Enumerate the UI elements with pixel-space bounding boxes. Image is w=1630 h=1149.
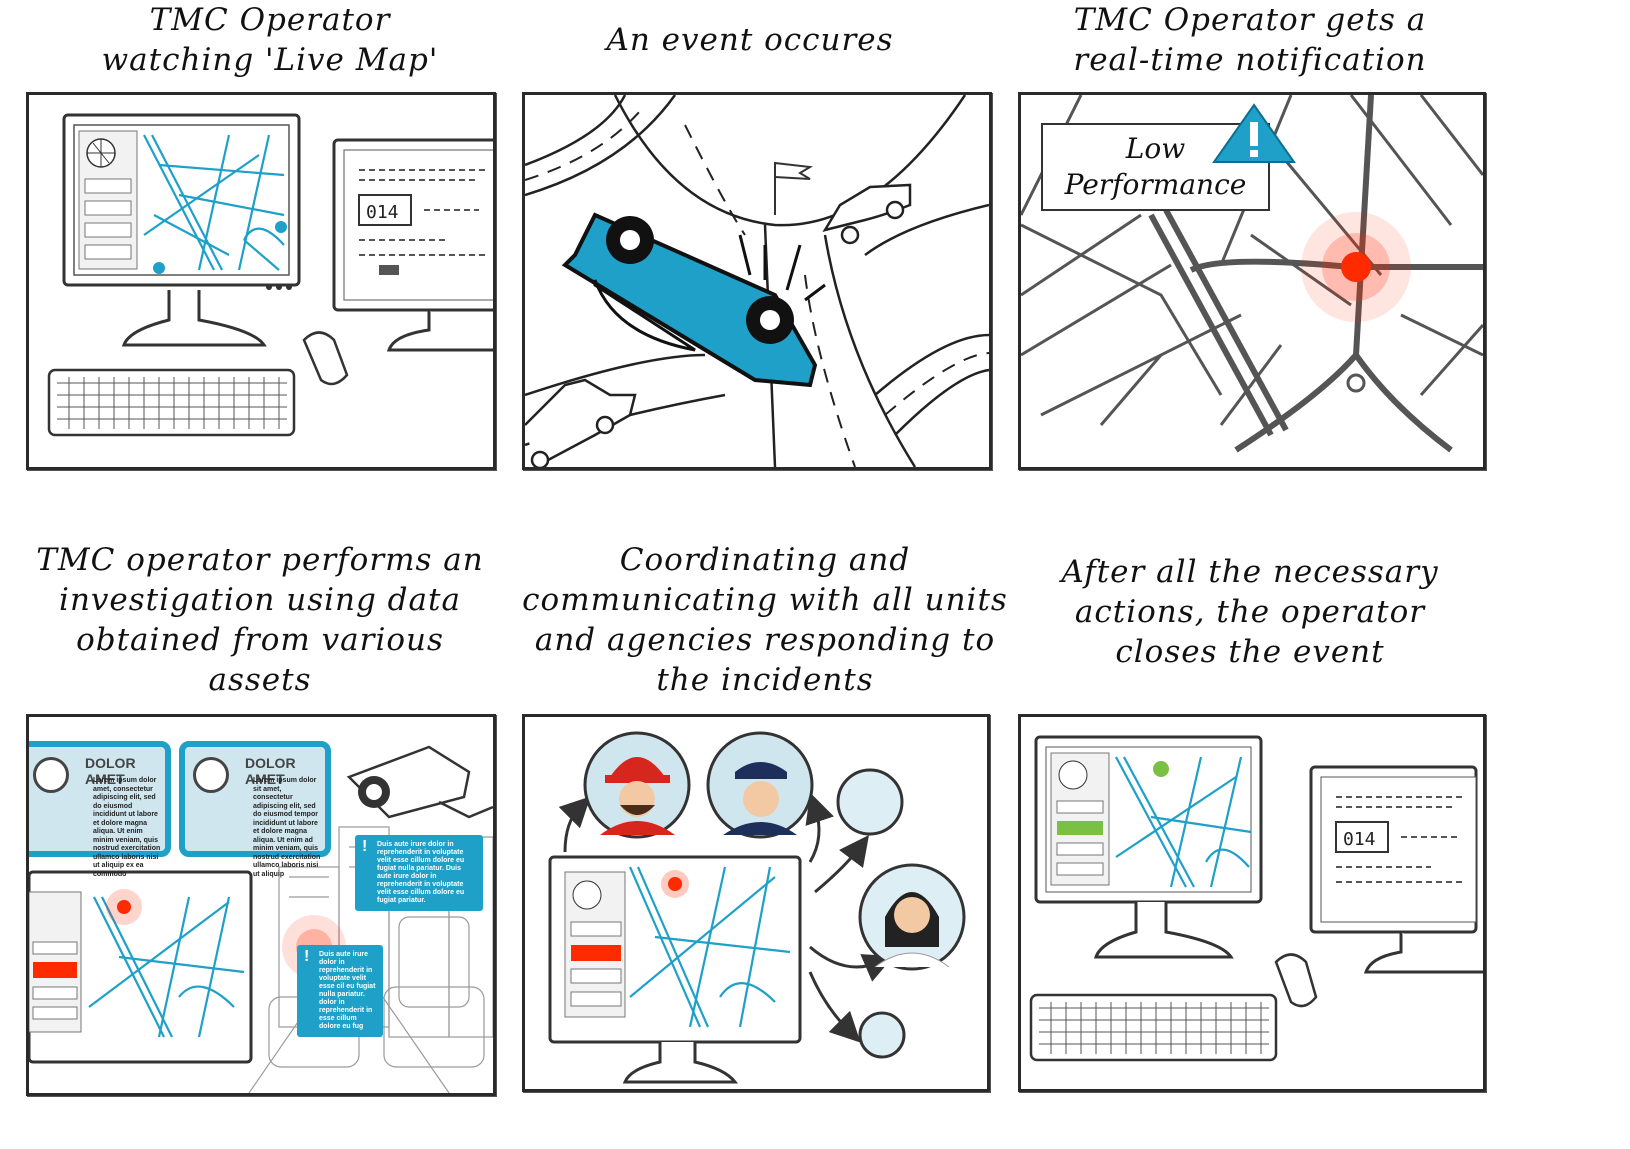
map-roads bbox=[88, 896, 245, 1038]
exclamation-icon: ! bbox=[362, 838, 368, 855]
panel-2-event bbox=[522, 92, 992, 470]
panel-5-coordination bbox=[522, 714, 990, 1092]
caption-panel-3: TMC Operator gets a real-time notificati… bbox=[1073, 2, 1427, 78]
alert-marker bbox=[117, 900, 131, 914]
main-roads bbox=[1148, 95, 1483, 453]
mouse-icon bbox=[1274, 953, 1318, 1008]
crash-illustration bbox=[525, 95, 989, 467]
camera-alert-bubble[interactable]: ! Duis aute irure dolor in reprehenderit… bbox=[355, 835, 483, 911]
keyboard-icon bbox=[47, 368, 296, 437]
clock-icon bbox=[193, 757, 229, 793]
operator-workstation-illustration: 014 bbox=[47, 113, 493, 437]
map-marker bbox=[153, 262, 165, 274]
operator-workstation-illustration: 014 bbox=[1029, 735, 1483, 1062]
clock-icon bbox=[33, 757, 69, 793]
exclamation-icon: ! bbox=[304, 948, 310, 965]
map-roads bbox=[143, 134, 285, 271]
panel-6-close-event: 014 bbox=[1018, 714, 1486, 1092]
panel-1-live-map: 014 bbox=[26, 92, 496, 470]
info-card-2[interactable]: DOLOR AMET Lorem ipsum dolor sit amet, c… bbox=[179, 741, 331, 878]
street-alert-bubble[interactable]: ! Duis aute irure dolor in reprehenderit… bbox=[297, 945, 383, 1037]
panel-3-notification: Low Performance bbox=[1018, 92, 1486, 470]
keyboard-icon bbox=[1029, 993, 1278, 1062]
city-street-illustration bbox=[29, 745, 493, 1093]
coordination-illustration bbox=[548, 731, 966, 1084]
caption-panel-4: TMC operator performs an investigation u… bbox=[36, 542, 484, 698]
alert-marker bbox=[668, 877, 682, 891]
map-illustration bbox=[1021, 95, 1483, 453]
counter-display: 014 bbox=[1343, 829, 1376, 850]
caption-panel-6: After all the necessary actions, the ope… bbox=[1061, 554, 1439, 670]
caption-panel-5: Coordinating and communicating with all … bbox=[522, 542, 1008, 698]
counter-display: 014 bbox=[366, 202, 399, 223]
map-marker bbox=[275, 221, 287, 233]
warning-triangle-icon bbox=[1212, 103, 1296, 163]
caption-panel-1: TMC Operator watching 'Live Map' bbox=[101, 2, 439, 78]
mouse-icon bbox=[302, 331, 349, 386]
alert-marker bbox=[1341, 252, 1371, 282]
resolved-marker bbox=[1153, 761, 1169, 777]
caption-panel-2: An event occures bbox=[606, 22, 894, 58]
agency-placeholder-circle bbox=[836, 768, 904, 836]
panel-4-investigation: DOLOR AMET Lorem ipsum dolor amet, conse… bbox=[26, 714, 496, 1096]
agency-placeholder-circle bbox=[858, 1011, 906, 1059]
info-card-1[interactable]: DOLOR AMET Lorem ipsum dolor amet, conse… bbox=[29, 741, 171, 878]
